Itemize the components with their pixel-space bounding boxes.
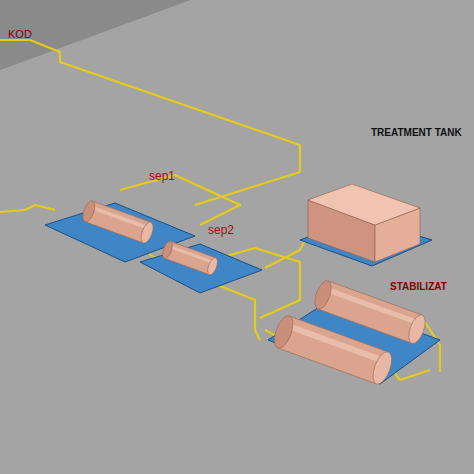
equipment-label: KOD	[8, 28, 32, 40]
tank-top	[308, 184, 420, 225]
vessel-head	[80, 199, 97, 223]
ground-shade	[0, 0, 190, 70]
pipe	[210, 282, 260, 340]
pipe	[0, 205, 55, 212]
equipment-label: TREATMENT TANK	[371, 127, 462, 138]
equipment-label-box: sep1	[149, 166, 175, 184]
vessel-highlight	[168, 245, 214, 264]
vessel	[161, 240, 220, 276]
equipment-label-box: TREATMENT TANK	[371, 122, 462, 140]
vessel-head	[312, 278, 335, 311]
pipe	[0, 40, 300, 205]
equipment-label-box: sep2	[208, 220, 234, 238]
equipment-label: STABILIZAT	[390, 281, 447, 292]
vessel-head	[139, 221, 156, 245]
vessel-head	[161, 240, 175, 260]
equipment-label: sep2	[208, 223, 234, 237]
vessel	[80, 199, 155, 244]
treatment-tank	[308, 184, 420, 262]
vessel-shell	[278, 316, 388, 384]
equipment-label-box: STABILIZAT	[390, 276, 447, 294]
vessel-highlight	[90, 205, 150, 230]
vessel-head	[369, 349, 395, 386]
vessel-head	[406, 313, 429, 346]
equipment-label-box: KOD	[8, 24, 32, 42]
pipe	[265, 240, 305, 268]
vessel-head	[206, 256, 220, 276]
vessel-highlight	[324, 286, 420, 325]
vessel	[271, 313, 396, 386]
vessel-highlight	[285, 322, 386, 364]
vessel-head	[271, 313, 297, 350]
equipment-label: sep1	[149, 169, 175, 183]
